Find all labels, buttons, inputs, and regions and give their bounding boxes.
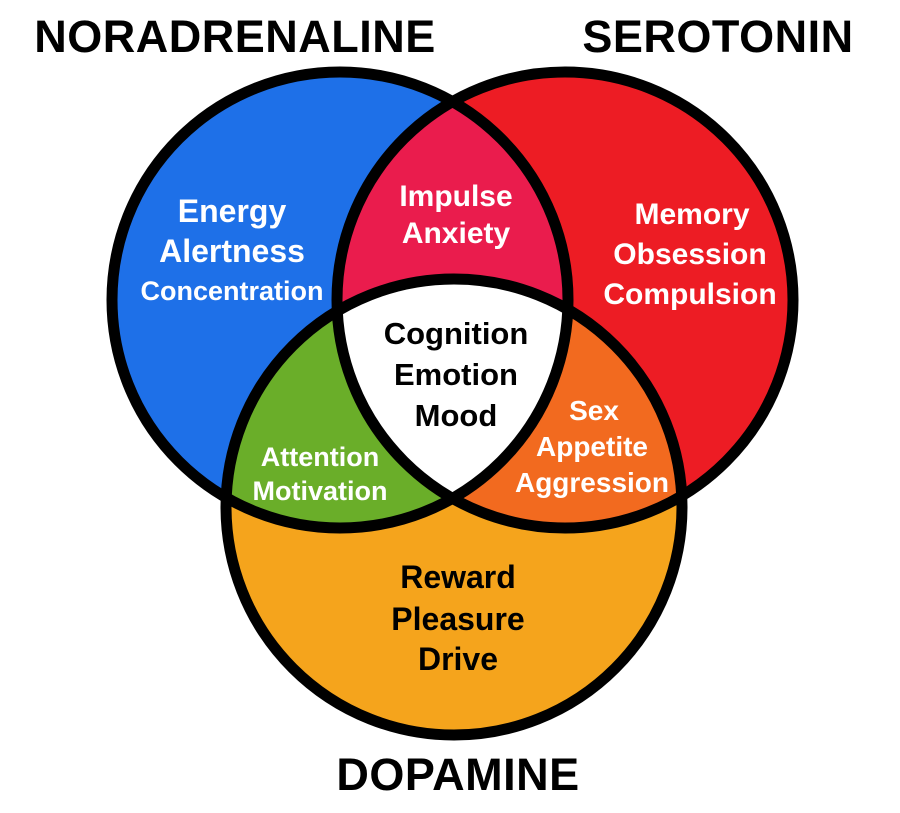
- serotonin-region-label: Memory: [634, 198, 749, 231]
- noradrenaline-dopamine-label: Motivation: [253, 476, 388, 506]
- dopamine-circle-outline: [220, 273, 688, 741]
- dopamine-region-label: Pleasure: [391, 601, 524, 637]
- noradrenaline-region-label: Energy: [178, 193, 287, 229]
- serotonin-region-label: Obsession: [613, 238, 766, 271]
- serotonin-dopamine-label: Sex: [569, 395, 619, 426]
- dopamine-region-label: Drive: [418, 641, 498, 677]
- dopamine-title: DOPAMINE: [336, 749, 579, 800]
- center-region-label: Mood: [415, 398, 498, 433]
- center-region-label: Cognition: [384, 316, 529, 351]
- dopamine-region-label: Reward: [400, 559, 516, 595]
- noradrenaline-region-label: Alertness: [159, 233, 305, 269]
- noradrenaline-title: NORADRENALINE: [34, 11, 436, 62]
- serotonin-title: SEROTONIN: [582, 11, 853, 62]
- center-region-label: Emotion: [394, 357, 518, 392]
- noradrenaline-dopamine-label: Attention: [261, 442, 379, 472]
- noradrenaline-circle-outline: [106, 66, 574, 534]
- noradrenaline-serotonin-label: Impulse: [399, 180, 512, 213]
- serotonin-region-label: Compulsion: [603, 278, 776, 311]
- serotonin-dopamine-label: Appetite: [536, 431, 648, 462]
- serotonin-circle-outline: [331, 66, 799, 534]
- noradrenaline-serotonin-label: Anxiety: [402, 217, 511, 250]
- serotonin-dopamine-label: Aggression: [515, 467, 669, 498]
- noradrenaline-region-label: Concentration: [140, 276, 323, 306]
